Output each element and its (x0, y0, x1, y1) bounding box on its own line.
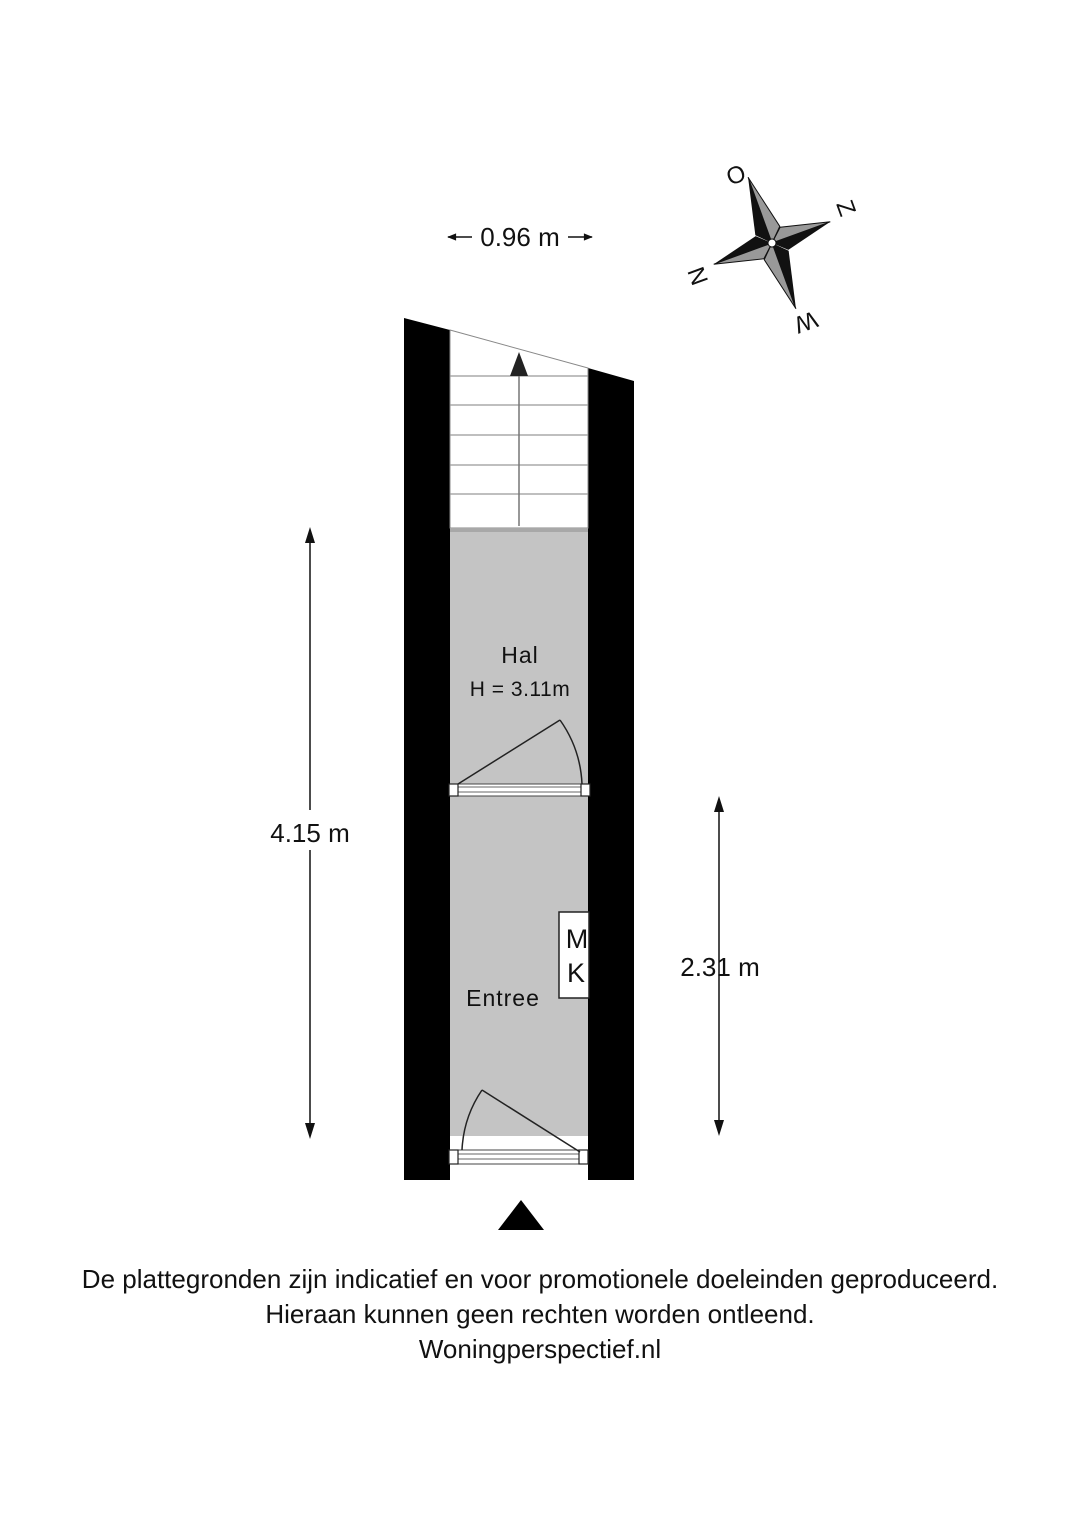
stair-direction-arrow-icon (510, 352, 528, 376)
meter-cupboard-label-k: K (567, 958, 585, 988)
total-length-label: 4.15 m (270, 818, 350, 848)
meter-cupboard-label-m: M (566, 924, 589, 954)
compass-label-w: W (790, 305, 821, 338)
room-label-entree: Entree (466, 985, 540, 1011)
width-dimension: 0.96 m (447, 222, 593, 252)
compass-label-o: O (723, 160, 750, 192)
room-height-hal: H = 3.11m (470, 678, 570, 701)
total-length-dimension: 4.15 m (270, 527, 350, 1139)
walls (404, 318, 634, 1180)
floor-shadow (450, 528, 588, 532)
staircase (449, 329, 589, 529)
meter-cupboard: M K (558, 911, 590, 999)
disclaimer: De plattegronden zijn indicatief en voor… (0, 1262, 1080, 1367)
entree-length-dimension: 2.31 m (680, 796, 760, 1136)
triangle-up-icon (498, 1200, 544, 1230)
interior-door (448, 719, 591, 797)
compass-label-n: N (683, 263, 714, 289)
right-wall (588, 368, 634, 1180)
hal-floor (450, 528, 588, 784)
room-label-hal: Hal (501, 642, 539, 668)
width-dimension-label: 0.96 m (480, 222, 560, 252)
disclaimer-line-1: De plattegronden zijn indicatief en voor… (81, 1264, 999, 1294)
left-wall (404, 318, 450, 1180)
compass-label-z: Z (830, 197, 860, 220)
disclaimer-website: Woningperspectief.nl (418, 1334, 662, 1364)
front-door (448, 1089, 589, 1180)
compass-rose (713, 176, 831, 310)
disclaimer-line-2: Hieraan kunnen geen rechten worden ontle… (265, 1299, 815, 1329)
entree-length-label: 2.31 m (680, 952, 760, 982)
